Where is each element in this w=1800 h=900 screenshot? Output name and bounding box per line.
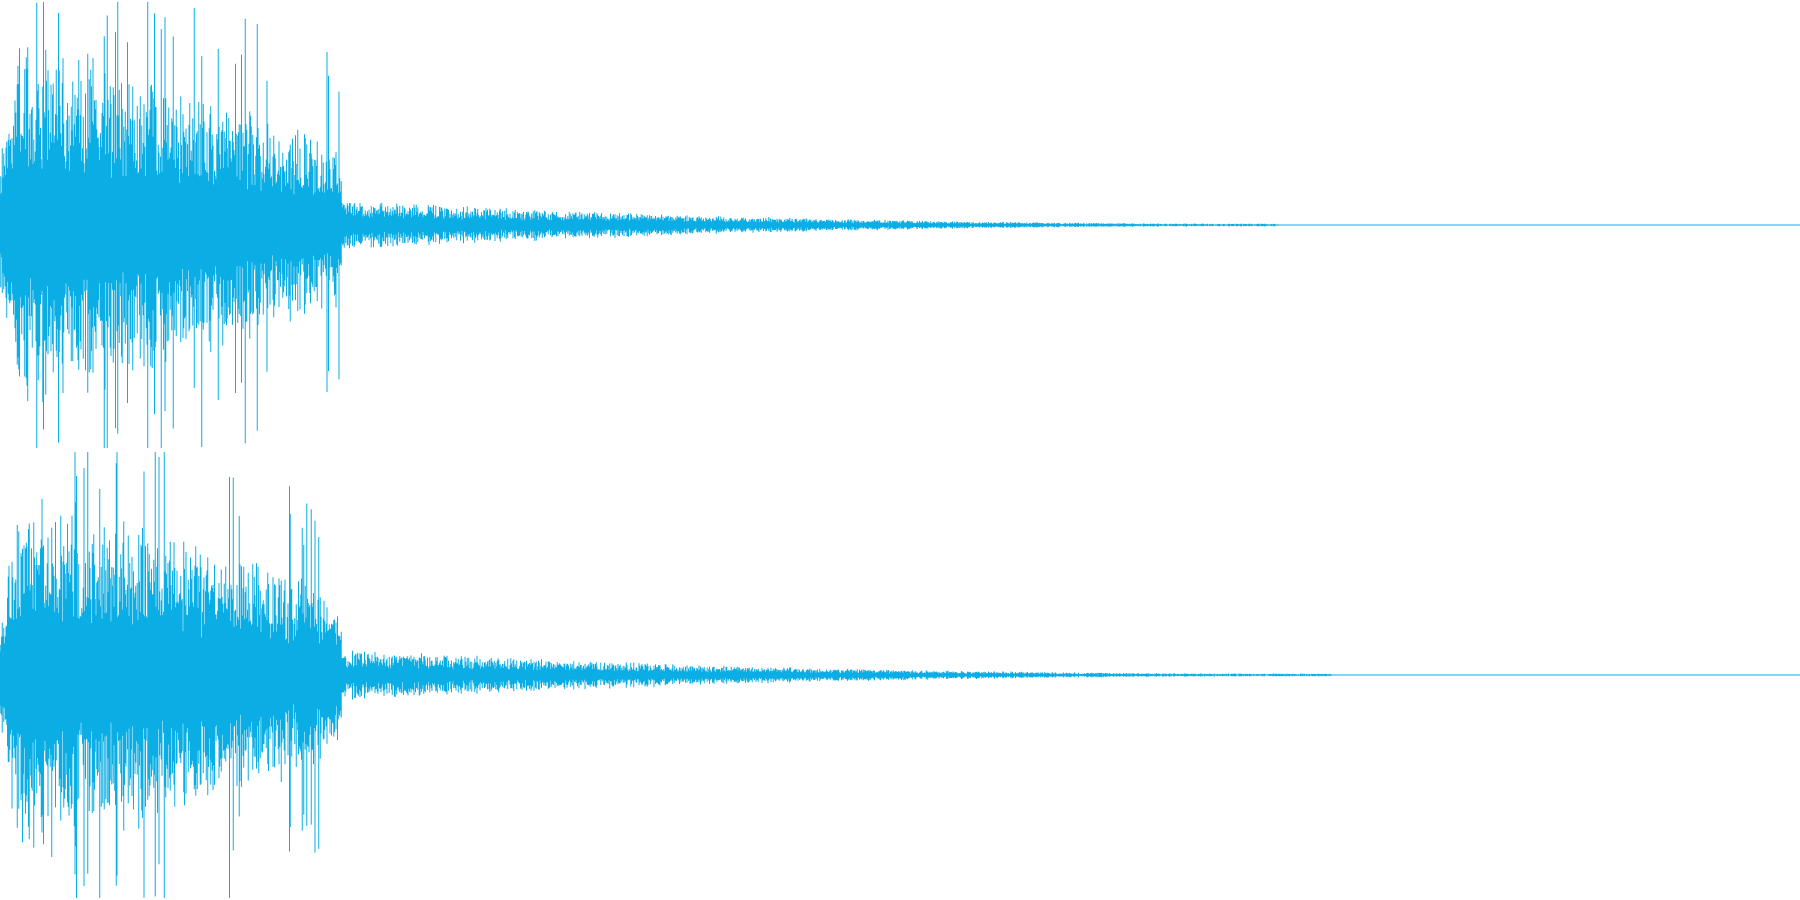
- left-waveform-svg: [0, 2, 1800, 448]
- right-waveform-svg: [0, 452, 1800, 898]
- left-waveform-strokes: [0, 2, 1800, 448]
- waveform-path: [0, 2, 1800, 448]
- waveform-path: [0, 452, 1800, 898]
- channel-left-waveform: [0, 2, 1800, 448]
- channel-right-waveform: [0, 450, 1800, 900]
- right-waveform-strokes: [0, 452, 1800, 898]
